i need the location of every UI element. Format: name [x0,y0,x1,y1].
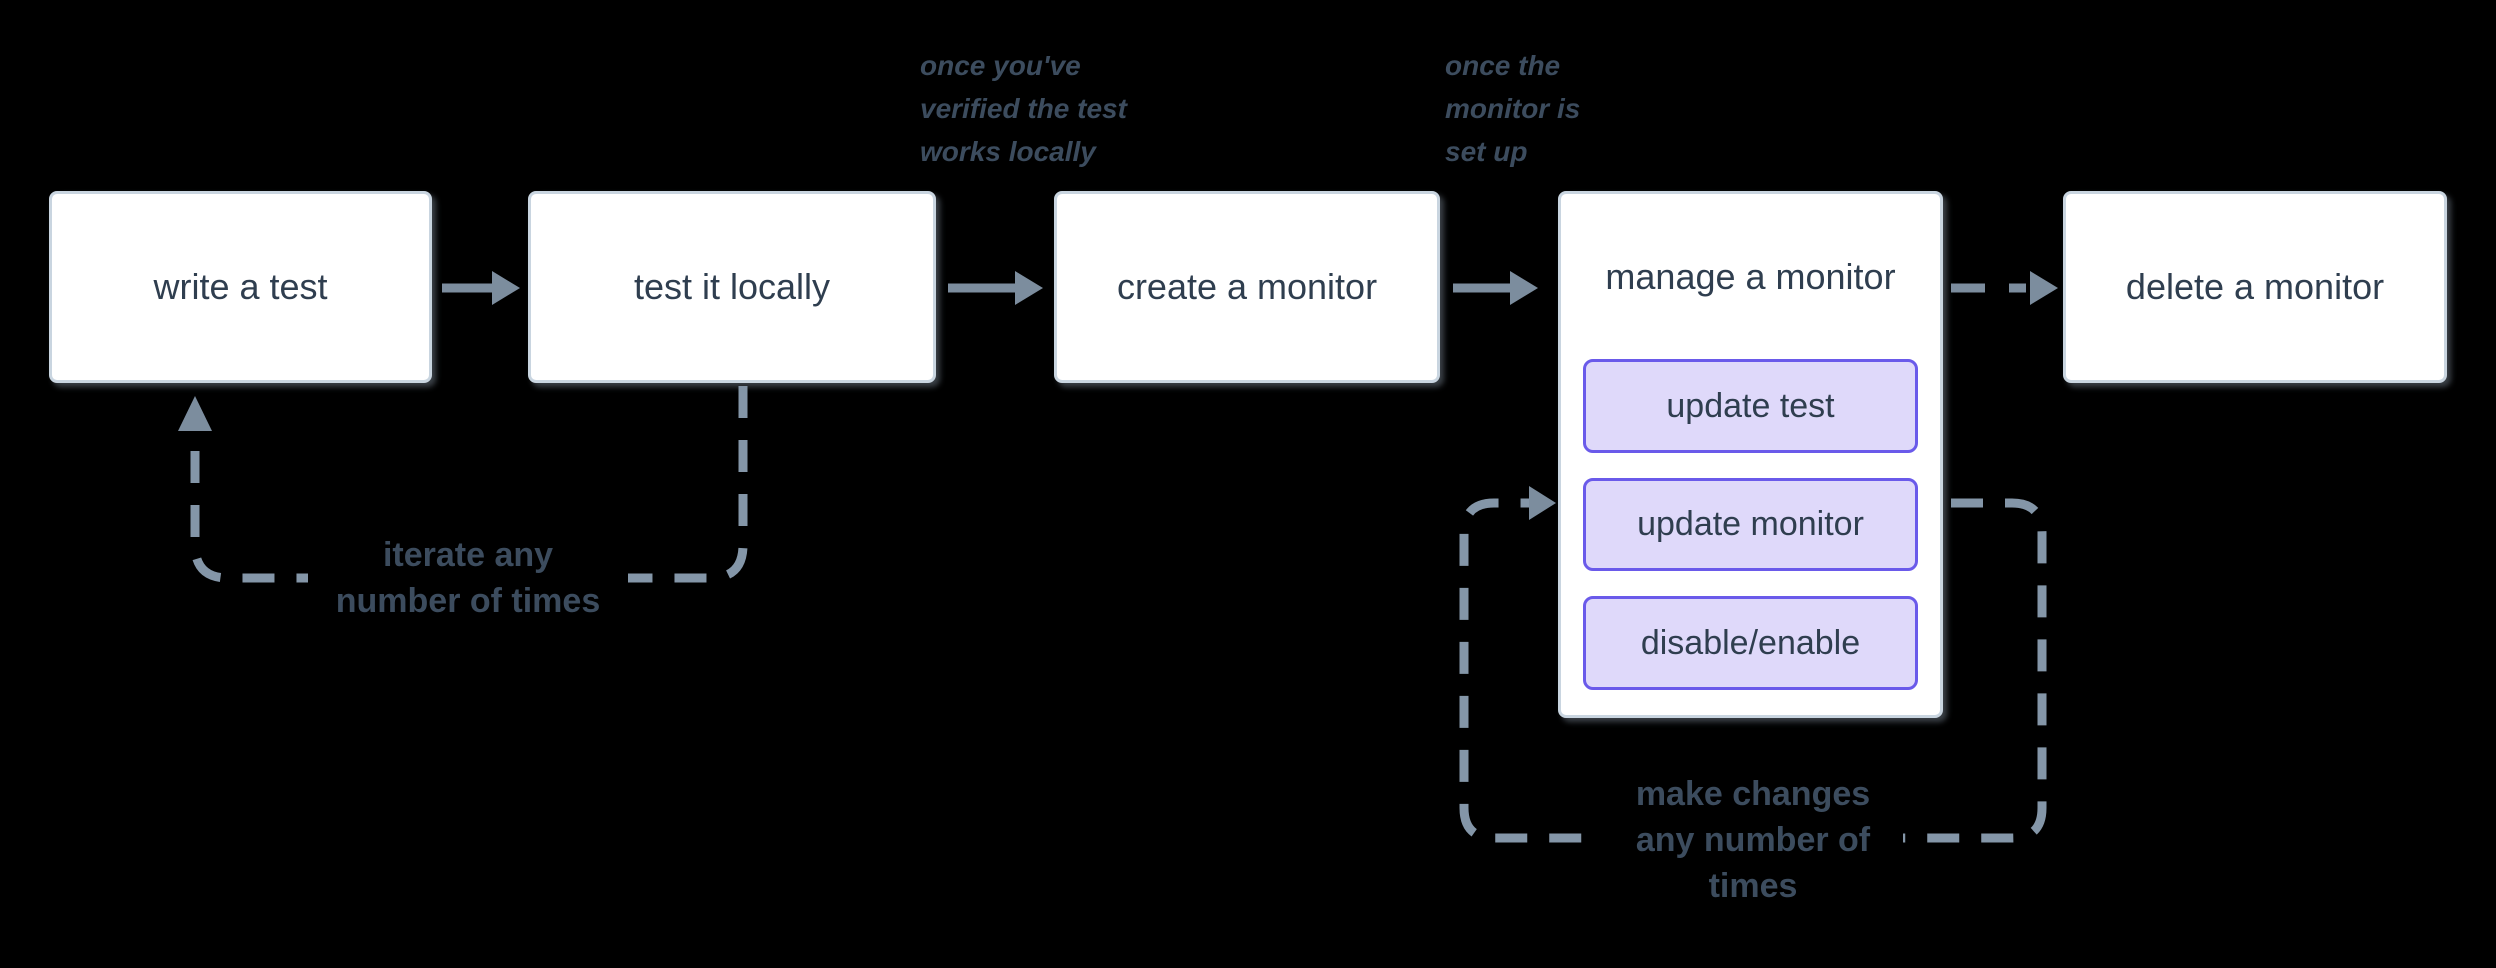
node-label: write a test [153,266,328,307]
arrow-test-to-create [948,271,1043,305]
annotation-monitor-set-up: once the monitor is set up [1445,50,1581,167]
disable-enable-button: disable/enable [1583,596,1918,690]
arrow-manage-to-delete-dashed [1951,271,2058,305]
node-label: create a monitor [1116,266,1378,307]
arrow-write-to-test [442,271,520,305]
node-manage-a-monitor: manage a monitor update test update moni… [1558,191,1943,718]
update-monitor-button: update monitor [1583,477,1918,572]
update-test-button: update test [1583,359,1918,453]
annotation-verified-test: once you've verified the test works loca… [920,50,1127,167]
loop-label-iterate: iterate any number of times [308,532,628,624]
node-label: test it locally [633,266,831,307]
node-delete-a-monitor: delete a monitor [2063,191,2447,383]
node-label: manage a monitor [1605,255,1896,297]
node-label: delete a monitor [2125,266,2385,307]
node-write-a-test: write a test [49,191,432,383]
node-test-it-locally: test it locally [528,191,936,383]
node-create-a-monitor: create a monitor [1054,191,1440,383]
loop-label-make-changes: make changes any number of times [1603,771,1903,909]
arrow-create-to-manage [1453,271,1538,305]
